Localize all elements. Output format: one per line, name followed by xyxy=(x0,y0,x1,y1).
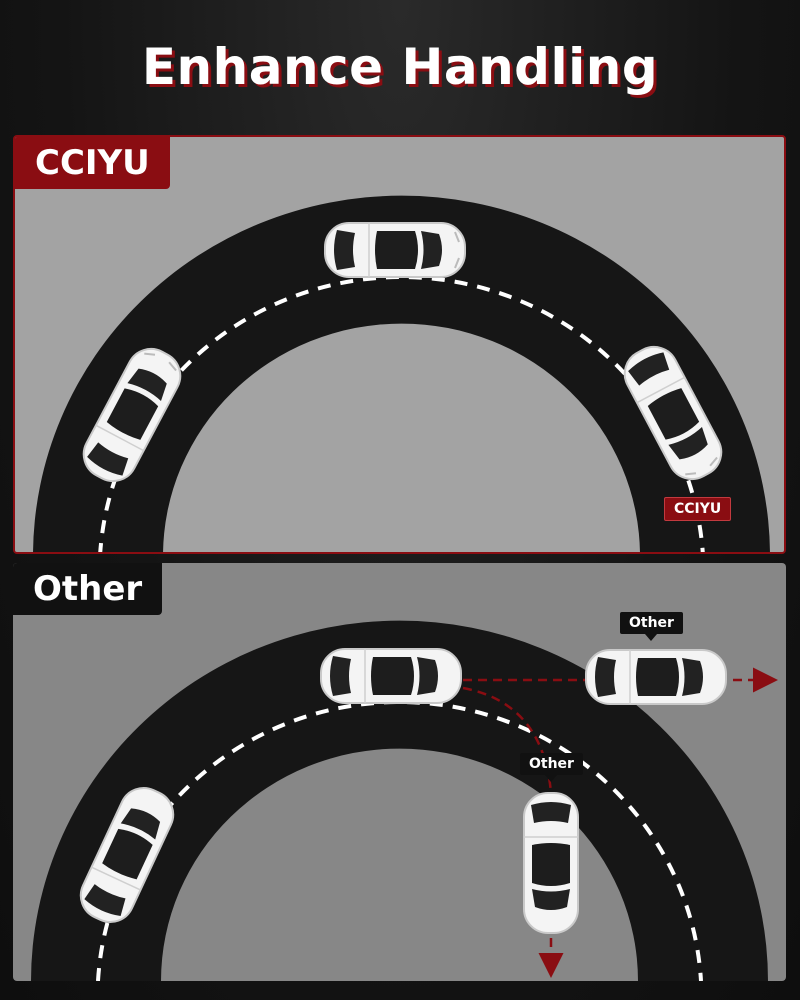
car-icon xyxy=(320,648,462,704)
other-panel: Other Other Other xyxy=(13,563,786,981)
brand-marker: CCIYU xyxy=(664,497,732,521)
brand-panel: CCIYU CCIYU xyxy=(13,135,786,554)
other-marker-straight: Other xyxy=(620,612,683,641)
page-title: Enhance Handling xyxy=(141,38,659,96)
brand-label: CCIYU xyxy=(15,137,170,189)
other-label: Other xyxy=(13,563,163,615)
other-road-diagram xyxy=(31,620,778,981)
car-icon xyxy=(523,792,579,934)
car-icon xyxy=(585,649,727,705)
car-icon xyxy=(324,222,466,278)
other-marker-slide: Other xyxy=(520,753,583,782)
brand-road-diagram xyxy=(33,195,770,552)
